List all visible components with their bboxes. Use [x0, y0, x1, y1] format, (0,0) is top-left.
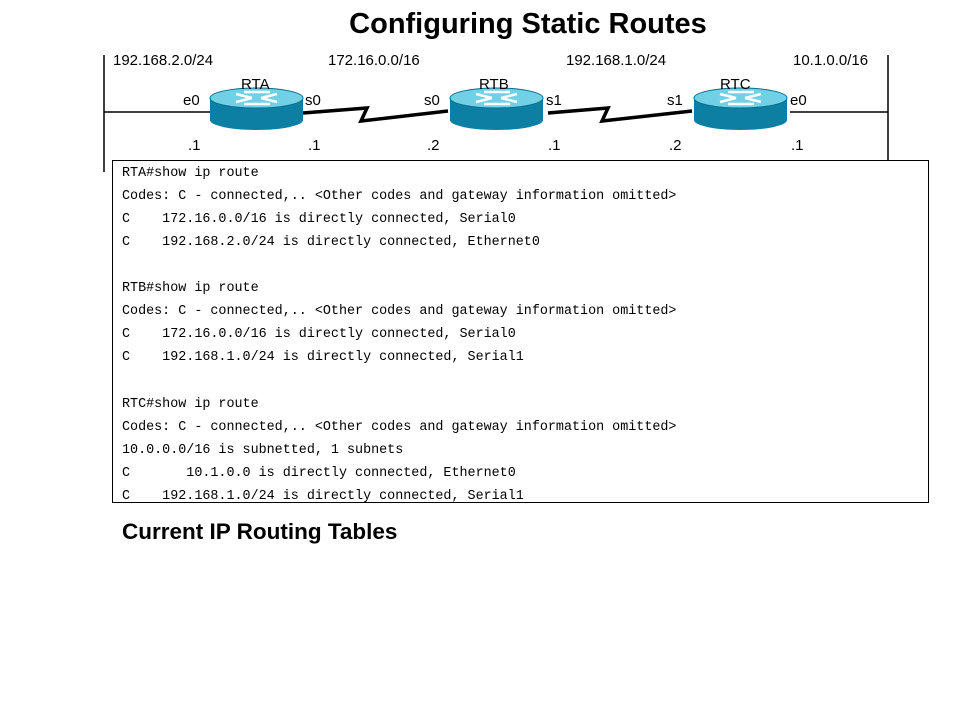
interface-label: s0: [424, 92, 440, 109]
terminal-line: C 192.168.1.0/24 is directly connected, …: [122, 489, 524, 503]
interface-label: e0: [183, 92, 200, 109]
terminal-line: C 172.16.0.0/16 is directly connected, S…: [122, 212, 516, 227]
serial-link-rtb-rtc: [547, 106, 693, 124]
terminal-line: RTC#show ip route: [122, 397, 259, 412]
terminal-line: C 192.168.1.0/24 is directly connected, …: [122, 350, 524, 365]
host-address: .1: [188, 137, 201, 154]
network-label: 192.168.2.0/24: [113, 52, 214, 69]
slide-title: Configuring Static Routes: [349, 8, 707, 40]
terminal-line: Codes: C - connected,.. <Other codes and…: [122, 420, 677, 435]
network-label: 192.168.1.0/24: [566, 52, 667, 69]
host-address: .2: [427, 137, 440, 154]
caption: Current IP Routing Tables: [122, 519, 398, 544]
routing-table-output: RTA#show ip route Codes: C - connected,.…: [112, 160, 929, 503]
host-address: .1: [548, 137, 561, 154]
host-address: .1: [308, 137, 321, 154]
interface-label: e0: [790, 92, 807, 109]
terminal-line: RTB#show ip route: [122, 281, 259, 296]
interface-label: s1: [667, 92, 683, 109]
interface-label: s0: [305, 92, 321, 109]
terminal-line: Codes: C - connected,.. <Other codes and…: [122, 189, 677, 204]
network-label: 10.1.0.0/16: [793, 52, 869, 69]
terminal-line: C 172.16.0.0/16 is directly connected, S…: [122, 327, 516, 342]
serial-link-rta-rtb: [302, 106, 449, 124]
router-rta-icon: [209, 87, 304, 130]
host-address: .1: [791, 137, 804, 154]
interface-label: s1: [546, 92, 562, 109]
router-rtb-icon: [449, 87, 544, 130]
network-label: 172.16.0.0/16: [328, 52, 420, 69]
router-name-rtc: RTC: [720, 76, 751, 93]
router-name-rta: RTA: [241, 76, 270, 93]
router-name-rtb: RTB: [479, 76, 509, 93]
terminal-line: RTA#show ip route: [122, 166, 259, 181]
router-rtc-icon: [693, 87, 788, 130]
terminal-line: Codes: C - connected,.. <Other codes and…: [122, 304, 677, 319]
terminal-line: C 192.168.2.0/24 is directly connected, …: [122, 235, 540, 250]
terminal-line: 10.0.0.0/16 is subnetted, 1 subnets: [122, 443, 404, 458]
host-address: .2: [669, 137, 682, 154]
terminal-line: C 10.1.0.0 is directly connected, Ethern…: [122, 466, 516, 481]
